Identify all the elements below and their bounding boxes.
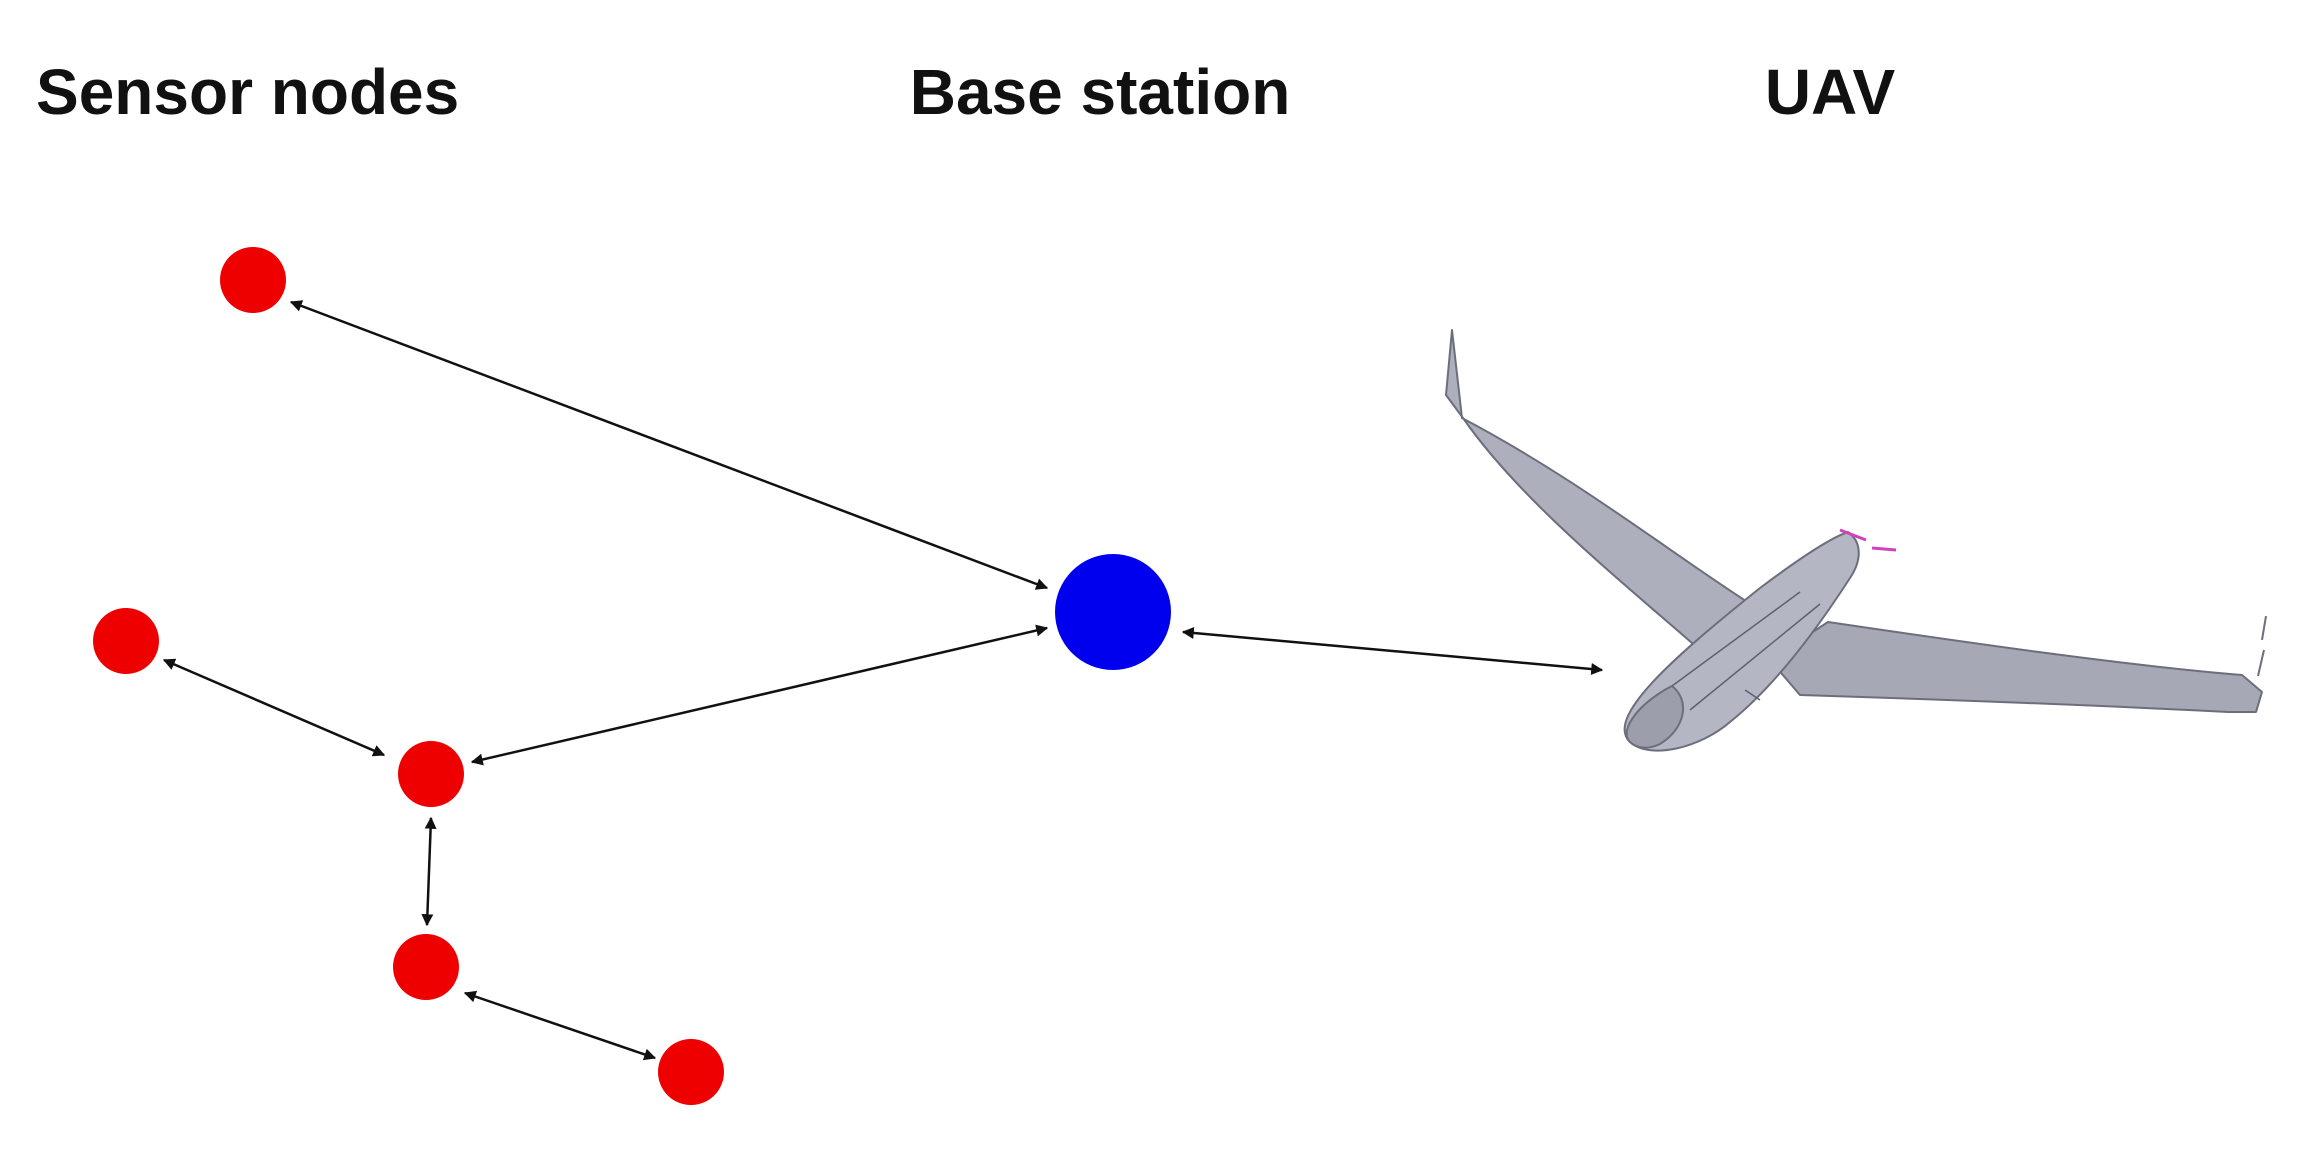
- link-sensor3-sensor4: [421, 816, 437, 927]
- sensor-nodes: [93, 247, 724, 1105]
- sensor-node: [398, 741, 464, 807]
- link-sensor4-sensor5: [463, 990, 657, 1061]
- base-station-node: [1055, 554, 1171, 670]
- uav-propeller: [1839, 528, 1897, 552]
- uav-label: UAV: [1764, 56, 1896, 128]
- sensor-nodes-label: Sensor nodes: [36, 56, 460, 128]
- link-sensor3-base: [470, 624, 1049, 766]
- uav-left-wing: [1445, 329, 1761, 651]
- uav-seam: [1671, 591, 1821, 711]
- uav-nose: [1625, 685, 1685, 749]
- link-base-uav: [1181, 626, 1604, 676]
- uav-right-wing: [1769, 621, 2263, 713]
- links: [162, 300, 1604, 1061]
- uav-airplane-icon: [1445, 329, 2267, 752]
- uav-right-winglet: [2257, 615, 2267, 677]
- sensor-node: [93, 608, 159, 674]
- uav-fuselage: [1623, 531, 1860, 752]
- sensor-node: [658, 1039, 724, 1105]
- link-sensor1-base: [289, 300, 1049, 590]
- sensor-node: [220, 247, 286, 313]
- link-sensor2-sensor3: [162, 658, 386, 757]
- base-station-label: Base station: [909, 56, 1291, 128]
- sensor-node: [393, 934, 459, 1000]
